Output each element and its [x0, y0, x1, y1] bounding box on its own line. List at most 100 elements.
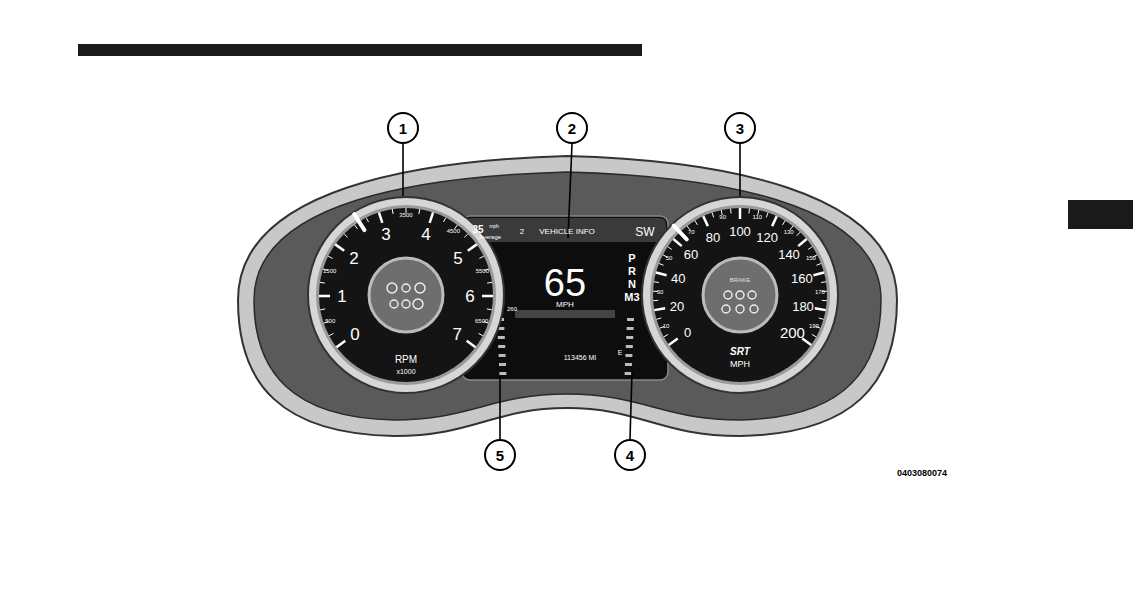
callout-number: 1 — [399, 121, 407, 136]
rpm-minor-number: 1500 — [323, 268, 336, 274]
leader-line — [568, 144, 572, 238]
gauge-segment — [625, 354, 632, 357]
warning-icon — [415, 283, 425, 293]
speed-minor-number: 50 — [666, 255, 673, 261]
speed-tick — [748, 209, 750, 214]
speed-scale-number: 160 — [791, 272, 813, 285]
speed-scale-number: 60 — [684, 247, 698, 260]
speed-tick — [783, 221, 786, 225]
callout-circle — [725, 113, 755, 143]
speed-scale-number: 100 — [729, 225, 751, 238]
speed-minor-number: 150 — [806, 255, 816, 261]
odometer: 113456 MI — [564, 354, 597, 361]
tach-tick — [482, 295, 493, 298]
gear-indicator: R — [628, 266, 636, 277]
tach-tick — [366, 218, 368, 222]
speedometer-bezel — [642, 197, 838, 393]
speed-scale-number: 40 — [671, 272, 685, 285]
average-speed: 35 — [472, 225, 483, 235]
warning-icon — [402, 284, 410, 292]
tach-tick — [320, 308, 325, 310]
gear-indicator: N — [628, 279, 636, 290]
speed-tick — [654, 308, 665, 310]
leader-line — [630, 372, 632, 439]
speedometer-ring — [650, 205, 830, 385]
tach-tick — [319, 295, 330, 298]
rpm-scale-number: 6 — [465, 287, 474, 304]
leader-line — [402, 144, 404, 196]
speed-minor-number: 130 — [784, 229, 794, 235]
tach-tick — [344, 234, 348, 238]
brand-logo: SRT — [730, 347, 750, 357]
tachometer-dial — [319, 208, 493, 382]
speed-tick — [703, 216, 708, 226]
tach-tick — [487, 308, 492, 310]
speed-tick — [656, 318, 661, 319]
rpm-scale-number: 1 — [337, 287, 346, 304]
speed-tick — [656, 272, 667, 275]
tach-tick — [320, 282, 325, 284]
speed-scale-number: 0 — [684, 325, 691, 338]
tach-tick — [418, 209, 420, 214]
speed-tick — [654, 281, 659, 283]
speed-minor-number: 70 — [688, 229, 695, 235]
gauge-segment — [625, 372, 632, 375]
speedometer-dial — [653, 208, 827, 382]
speed-scale-number: 80 — [706, 230, 720, 243]
warning-icon — [413, 299, 423, 309]
speed-tick — [822, 300, 827, 301]
warning-icon — [736, 291, 744, 299]
warning-icon — [724, 291, 732, 299]
rpm-minor-number: 4500 — [447, 228, 460, 234]
brake-warning: BRAKE — [730, 277, 750, 283]
speed-minor-number: 170 — [815, 289, 825, 295]
compass-heading: SW — [635, 226, 654, 238]
callout-number: 2 — [568, 121, 576, 136]
tach-needle — [354, 214, 364, 230]
header-bar — [78, 44, 642, 56]
speed-tick — [816, 263, 821, 265]
gauge-segment — [626, 345, 633, 348]
gauge-unit: RPM — [395, 355, 417, 365]
gauge-segment — [626, 336, 633, 339]
figure-code: 0403080074 — [897, 469, 947, 478]
gear-indicator: M3 — [624, 292, 639, 303]
tach-tick — [430, 212, 433, 222]
speed-tick — [659, 263, 664, 265]
callout-circle — [615, 440, 645, 470]
menu-index: 2 — [520, 228, 524, 236]
callout-number: 4 — [626, 448, 634, 463]
leader-line — [499, 376, 501, 439]
tachometer-ring — [316, 205, 496, 385]
speed-tick — [812, 334, 816, 336]
callout-number: 3 — [736, 121, 744, 136]
tach-tick — [444, 218, 446, 222]
tachometer-hub — [369, 258, 443, 332]
tach-tick — [355, 225, 358, 229]
average-caption: Average — [479, 234, 501, 240]
speed-tick — [766, 213, 768, 218]
leader-line — [739, 144, 741, 196]
speed-tick — [668, 247, 672, 250]
tach-tick — [392, 209, 394, 214]
section-tab — [1068, 200, 1133, 229]
speed-needle — [674, 226, 687, 240]
speed-scale-number: 140 — [778, 247, 800, 260]
callout-circle — [485, 440, 515, 470]
menu-title: VEHICLE INFO — [539, 228, 595, 236]
rpm-minor-number: 6500 — [475, 318, 488, 324]
speed-tick — [772, 216, 777, 226]
gauge-segment — [498, 345, 505, 348]
speedometer-hub — [703, 258, 777, 332]
tach-tick — [335, 244, 344, 250]
rpm-scale-number: 5 — [453, 249, 462, 266]
unit-text: mph — [489, 224, 499, 229]
rpm-minor-number: 500 — [325, 318, 335, 324]
warning-icon — [390, 300, 398, 308]
speed-tick — [739, 208, 742, 219]
speed-tick — [819, 318, 824, 319]
speed-tick — [664, 334, 668, 336]
gauge-unit: x1000 — [396, 368, 415, 375]
tach-tick — [479, 256, 483, 258]
